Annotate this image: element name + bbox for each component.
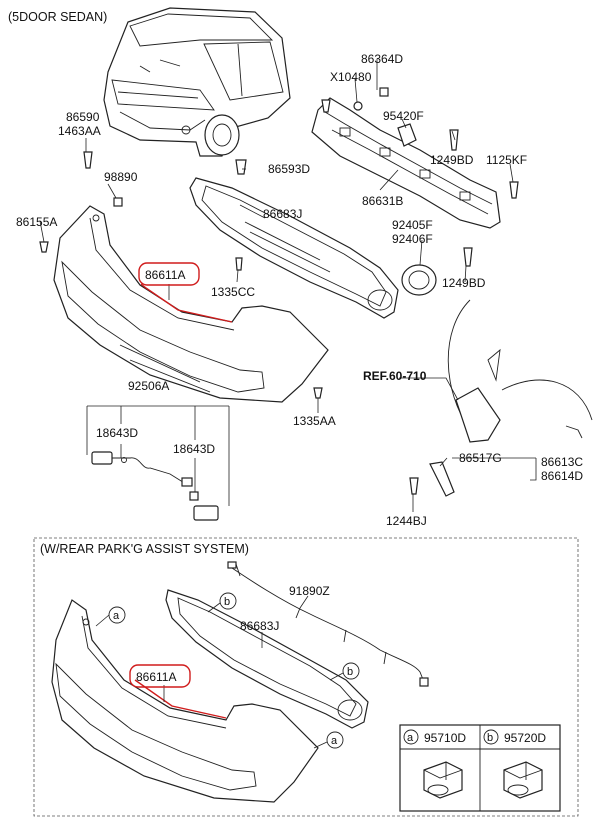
license-lamp-left xyxy=(91,451,113,465)
label-1125KF: 1125KF xyxy=(486,153,527,167)
label-1244BJ: 1244BJ xyxy=(386,514,427,528)
screw-86155A xyxy=(39,241,49,253)
label-92405F: 92405F xyxy=(392,218,433,232)
svg-text:a: a xyxy=(331,735,338,747)
sensor-95720D-drawing xyxy=(503,761,543,799)
legend-a-circle xyxy=(403,729,419,745)
license-lamp-assembly xyxy=(91,451,219,521)
label-18643D-right: 18643D xyxy=(173,442,215,456)
legend-b-letter: b xyxy=(487,732,493,744)
hardware-top-right xyxy=(321,87,519,199)
svg-text:b: b xyxy=(224,596,230,608)
bracket-86517G xyxy=(429,461,455,497)
clip-86364D xyxy=(379,87,389,97)
label-1335AA: 1335AA xyxy=(293,414,336,428)
svg-text:a: a xyxy=(113,610,120,622)
fasteners-top-left xyxy=(39,151,323,399)
rear-bumper-cover-bottom xyxy=(51,599,319,803)
callout-a-2: a xyxy=(313,731,344,749)
fog-lamp xyxy=(401,247,473,296)
bumper-skid-plate-bottom xyxy=(165,589,369,729)
label-1463AA: 1463AA xyxy=(58,124,101,138)
bumper-skid-plate xyxy=(189,177,399,319)
highlight-86611A-bottom xyxy=(129,664,191,688)
leader-91890Z xyxy=(299,595,309,609)
highlight-path-top xyxy=(140,283,233,323)
legend-95720D: 95720D xyxy=(504,731,546,745)
label-95420F: 95420F xyxy=(383,109,424,123)
label-86611A-bottom: 86611A xyxy=(136,670,176,684)
label-91890Z: 91890Z xyxy=(289,584,330,598)
screw-1335AA xyxy=(313,387,323,399)
wiring-harness xyxy=(227,561,429,687)
label-86517G: 86517G xyxy=(459,451,502,465)
label-86683J-top: 86683J xyxy=(263,207,302,221)
label-98890: 98890 xyxy=(104,170,138,184)
screw-top xyxy=(321,99,331,113)
bolt-1249BD xyxy=(449,129,459,151)
label-1249BD-top: 1249BD xyxy=(430,153,474,167)
label-1335CC: 1335CC xyxy=(211,285,255,299)
clip-98890 xyxy=(113,197,123,207)
label-86364D: 86364D xyxy=(361,52,403,66)
sensor-legend-table: a 95710D b 95720D xyxy=(399,724,561,812)
bumper-reinforcement xyxy=(311,97,501,229)
svg-text:b: b xyxy=(347,666,353,678)
highlight-path-bottom xyxy=(134,679,227,719)
screw-1244BJ xyxy=(409,477,419,495)
parking-assist-box xyxy=(33,537,579,817)
label-86155A: 86155A xyxy=(16,215,57,229)
label-92506A: 92506A xyxy=(128,379,169,393)
callout-b-2: b xyxy=(329,662,360,681)
mudguard-right xyxy=(409,299,593,497)
bolt-1249BD-lower xyxy=(463,247,473,267)
rear-bumper-cover-top xyxy=(53,205,329,403)
clip-86593D xyxy=(235,159,247,175)
label-18643D-left: 18643D xyxy=(96,426,138,440)
label-86631B: 86631B xyxy=(362,194,403,208)
highlight-86611A-top xyxy=(138,262,200,286)
nut-X10480 xyxy=(353,101,363,111)
label-1249BD-lower: 1249BD xyxy=(442,276,486,290)
bolt-86590 xyxy=(83,151,93,169)
label-86683J-bottom: 86683J xyxy=(240,619,279,633)
legend-a-letter: a xyxy=(407,732,414,744)
callout-b-1: b xyxy=(207,592,237,613)
label-86593D: 86593D xyxy=(268,162,310,176)
label-86611A-top: 86611A xyxy=(145,268,185,282)
leader-lines-top xyxy=(39,59,537,512)
label-86613C: 86613C xyxy=(541,455,583,469)
label-86614D: 86614D xyxy=(541,469,583,483)
label-86590: 86590 xyxy=(66,110,100,124)
section-title-parking: (W/REAR PARK'G ASSIST SYSTEM) xyxy=(40,542,249,556)
callout-a-1: a xyxy=(95,606,126,627)
label-X10480: X10480 xyxy=(330,70,372,84)
bracket-95420F xyxy=(397,123,417,147)
license-lamp-right xyxy=(193,505,219,521)
legend-b-circle xyxy=(483,729,499,745)
sensor-95710D-drawing xyxy=(423,761,463,799)
car-illustration xyxy=(103,7,291,157)
ref-label: REF.60-710 xyxy=(363,369,427,383)
bolt-1125KF xyxy=(509,181,519,199)
label-92406F: 92406F xyxy=(392,232,433,246)
legend-95710D: 95710D xyxy=(424,731,466,745)
screw-1335CC xyxy=(235,257,243,271)
section-title-sedan: (5DOOR SEDAN) xyxy=(8,10,107,24)
